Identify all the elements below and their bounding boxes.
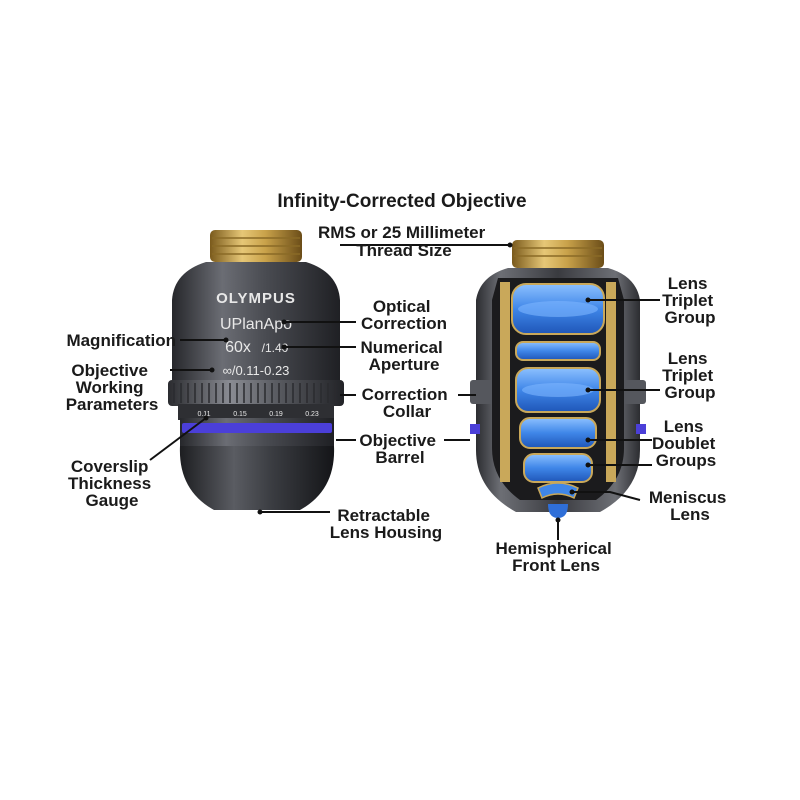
label-numerical-aperture: Numerical Aperture xyxy=(361,338,448,374)
diagram-title: Infinity-Corrected Objective xyxy=(277,191,526,212)
lens-triplet-group-2 xyxy=(515,341,601,413)
lens-doublet-groups xyxy=(519,417,597,483)
cutaway-brass-thread xyxy=(512,240,604,268)
label-thread-size: RMS or 25 Millimeter Thread Size xyxy=(318,223,490,260)
na-engraving: /1.40 xyxy=(262,341,289,355)
retractable-lens-housing xyxy=(179,446,335,510)
label-magnification: Magnification xyxy=(66,331,176,350)
lens-mount-left xyxy=(500,282,510,482)
gauge-tick: 0.15 xyxy=(233,411,247,418)
magnification-engraving: 60x xyxy=(225,339,251,356)
label-coverslip-gauge: Coverslip Thickness Gauge xyxy=(68,457,156,510)
label-optical-correction: Optical Correction xyxy=(361,297,447,333)
label-working-parameters: Objective Working Parameters xyxy=(66,361,159,414)
gauge-tick: 0.11 xyxy=(197,411,210,418)
objective-cutaway xyxy=(470,240,646,518)
brass-thread xyxy=(210,230,302,262)
label-hemispherical-front-lens: Hemispherical Front Lens xyxy=(496,539,617,575)
label-lens-doublet-groups: Lens Doublet Groups xyxy=(652,417,720,470)
label-lens-triplet-1: Lens Triplet Group xyxy=(662,274,718,327)
parameters-engraving: ∞/0.11-0.23 xyxy=(223,363,290,378)
gauge-band xyxy=(178,404,334,420)
blue-band xyxy=(182,423,332,433)
meniscus-lens xyxy=(537,482,579,500)
label-objective-barrel: Objective Barrel xyxy=(359,431,440,467)
leader-lines xyxy=(149,242,660,540)
hemispherical-front-lens xyxy=(548,504,568,518)
label-retractable-housing: Retractable Lens Housing xyxy=(330,506,442,542)
model-engraving: UPlanApo xyxy=(220,316,292,333)
lens-mount-right xyxy=(606,282,616,482)
cutaway-blue-band-right xyxy=(636,424,646,434)
objective-body xyxy=(172,262,340,382)
label-correction-collar: Correction Collar xyxy=(362,385,453,421)
correction-collar-knurl xyxy=(168,380,344,406)
gauge-tick: 0.19 xyxy=(269,411,283,418)
gauge-tick: 0.23 xyxy=(305,411,319,418)
label-meniscus-lens: Meniscus Lens xyxy=(649,488,731,524)
cutaway-blue-band-left xyxy=(470,424,480,434)
brand-engraving: OLYMPUS xyxy=(216,290,296,307)
label-lens-triplet-2: Lens Triplet Group xyxy=(662,349,718,402)
objective-exterior: OLYMPUS UPlanApo 60x /1.40 ∞/0.11-0.23 0… xyxy=(168,230,344,510)
lens-triplet-group-1 xyxy=(511,283,605,335)
